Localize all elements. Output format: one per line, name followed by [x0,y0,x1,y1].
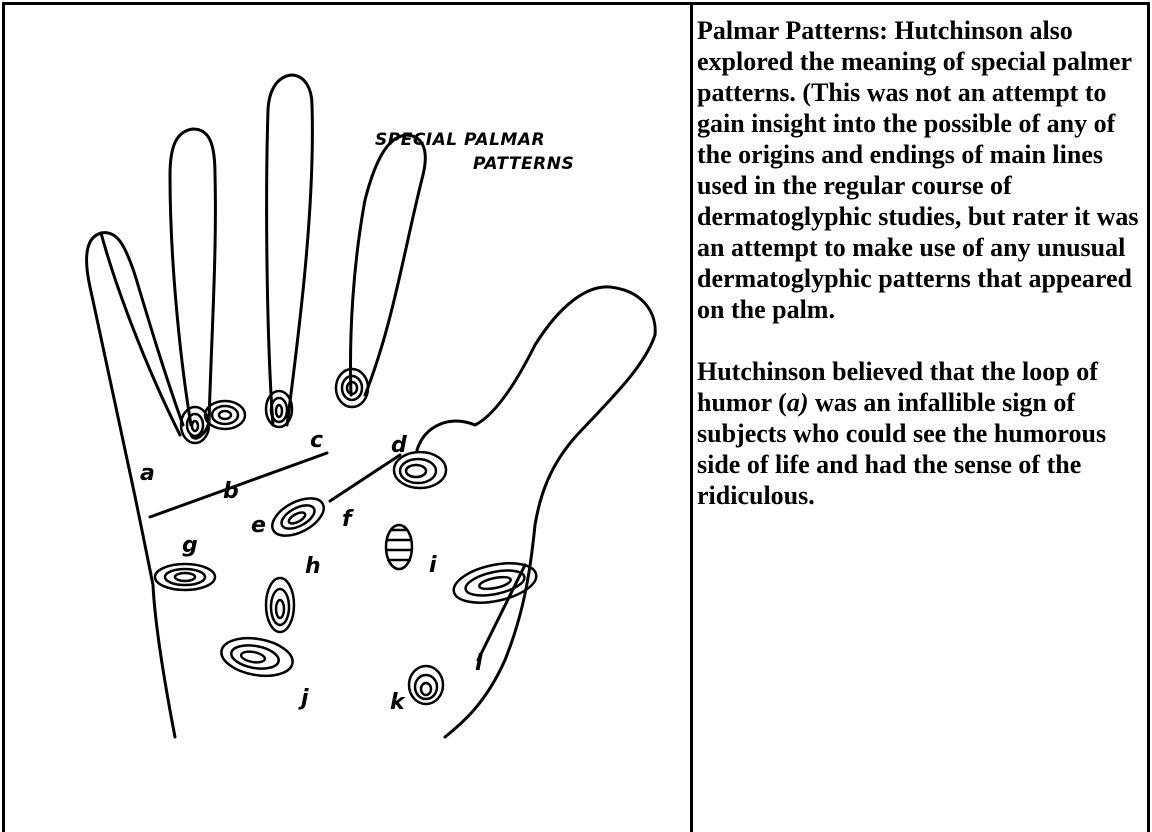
pattern-h [266,578,294,632]
palmar-lines [150,453,525,660]
label-a: a [140,461,155,486]
figure-title-line2: PATTERNS [473,154,574,174]
label-b: b [223,479,239,504]
pattern-j [218,633,295,681]
label-j: j [298,686,309,711]
pattern-g [155,564,215,590]
description-cell: Palmar Patterns: Hutchinson also explore… [697,15,1147,542]
paragraph-palmar-patterns: Palmar Patterns: Hutchinson also explore… [697,15,1147,325]
label-d: d [391,433,407,458]
italic-label-a: a) [787,388,809,417]
pattern-f [386,525,412,569]
paragraph-loop-of-humor: Hutchinson believed that the loop of hum… [697,356,1147,511]
label-g: g [182,533,198,558]
pattern-b [205,401,245,429]
figure-title-line1: SPECIAL PALMAR [375,130,545,150]
label-k: k [390,690,406,715]
pattern-k [409,666,443,704]
hand-outline [87,75,656,737]
label-e: e [251,513,266,538]
column-divider [690,5,693,832]
label-c: c [310,428,323,453]
pattern-e [266,491,330,544]
label-i: i [429,553,437,578]
label-l: l [475,651,483,676]
pattern-c [266,391,292,427]
label-h: h [305,554,321,579]
label-f: f [342,507,354,532]
hand-illustration: SPECIAL PALMAR PATTERNS a b c d e f g h … [5,5,690,828]
palm-diagram: SPECIAL PALMAR PATTERNS a b c d e f g h … [5,5,690,828]
